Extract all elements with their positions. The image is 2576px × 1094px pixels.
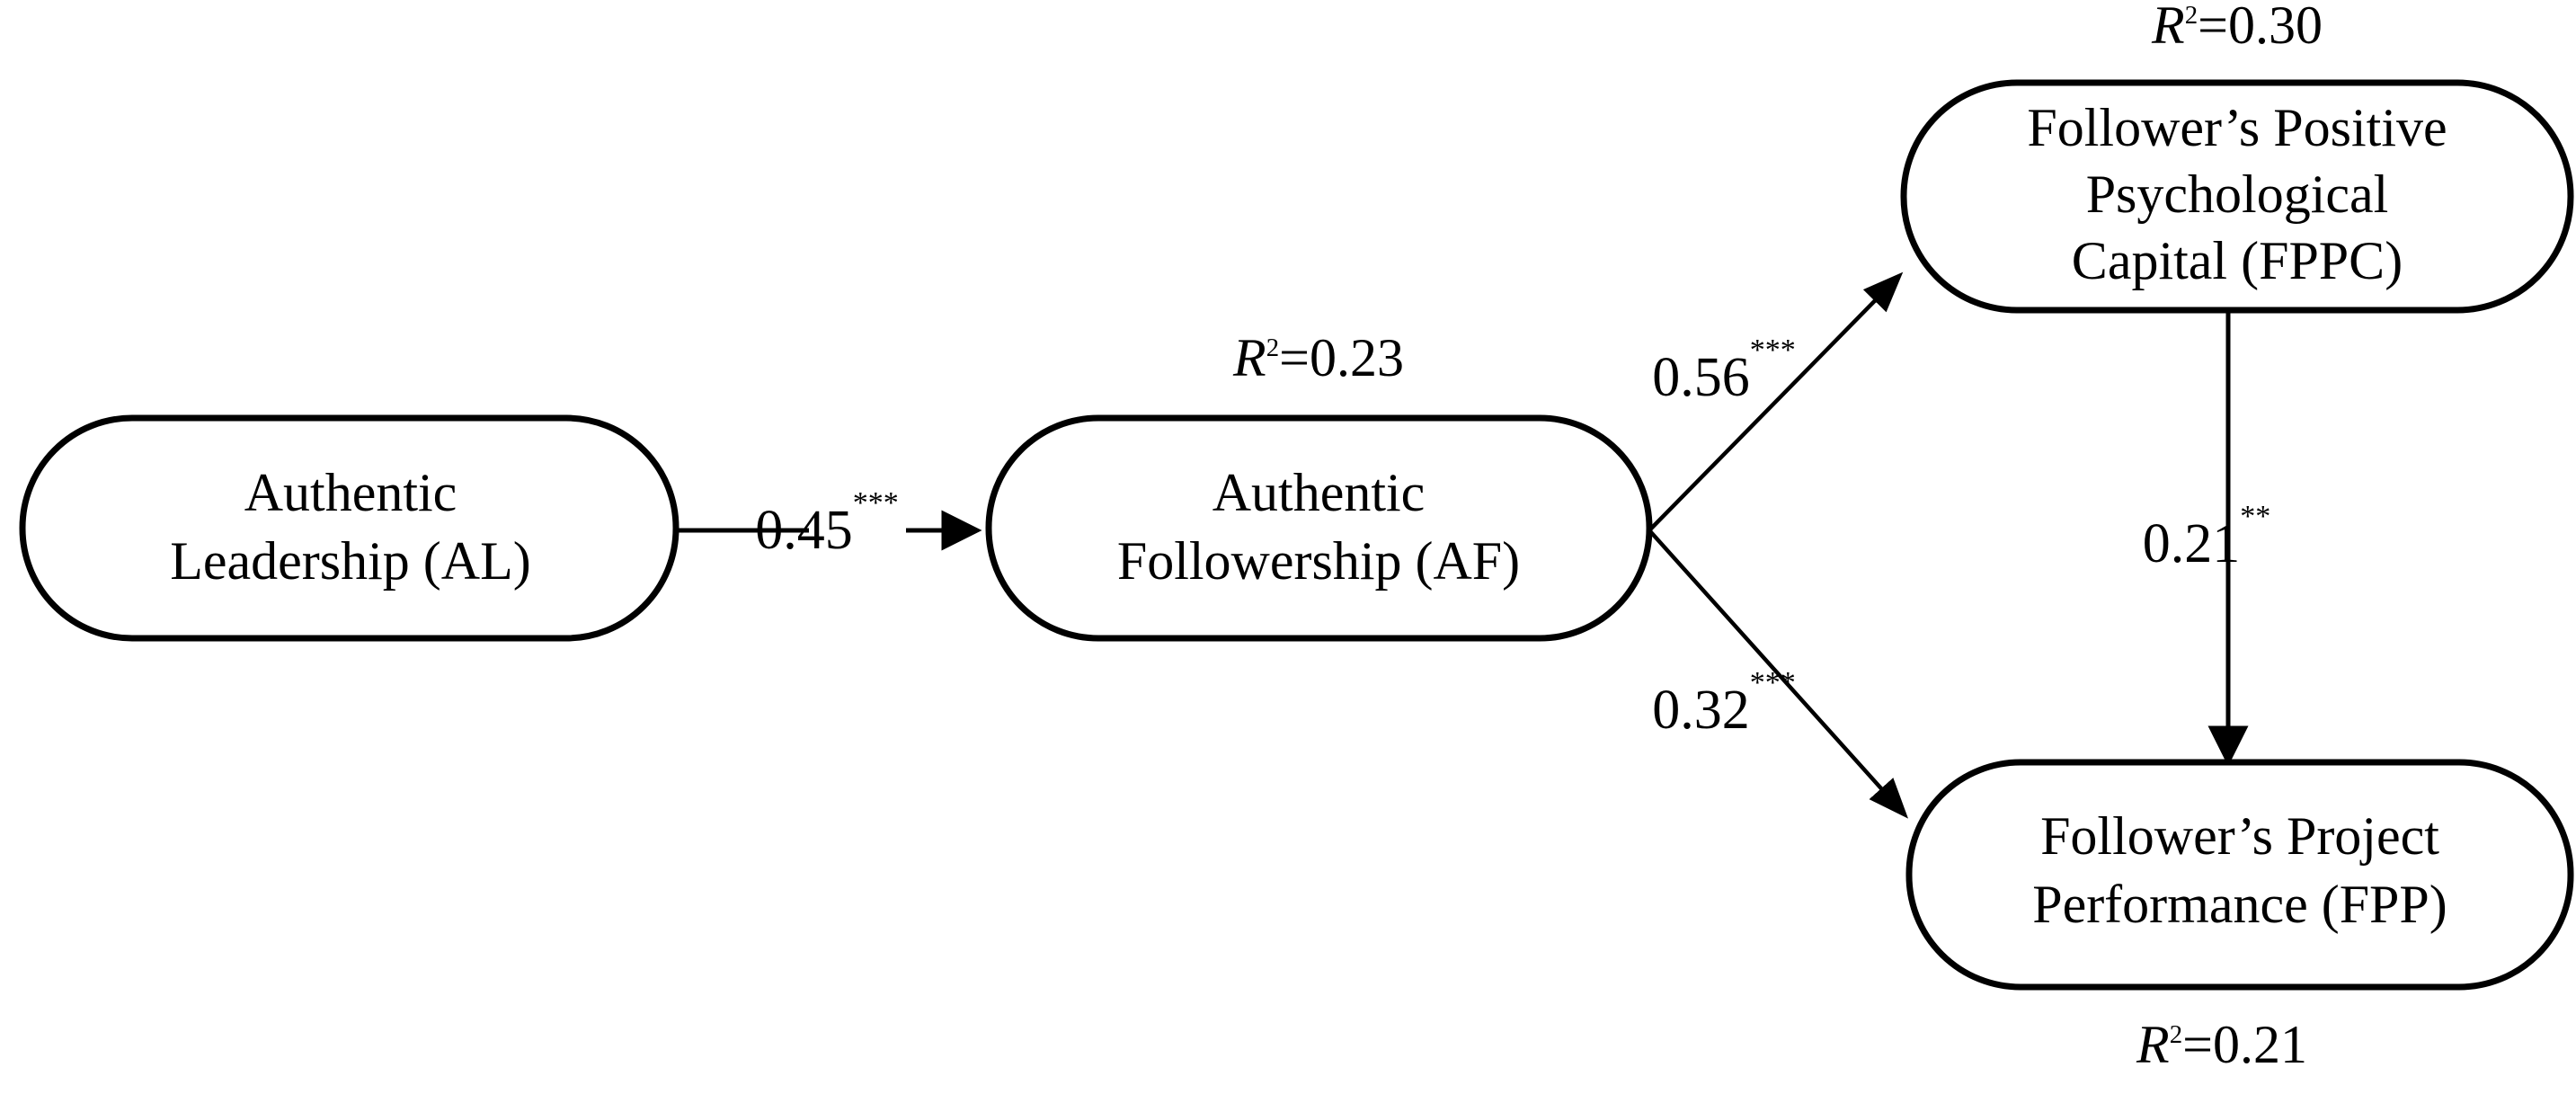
path-af-to-fppc: 0.56*** <box>1648 271 1904 532</box>
node-fppc-line3: Capital (FPPC) <box>2072 231 2403 290</box>
path-af-to-fppc-significance: *** <box>1750 334 1796 367</box>
path-af-to-fpp-coefficient: 0.32 <box>1652 680 1750 741</box>
path-af-to-fpp-significance: *** <box>1750 666 1796 699</box>
r2-value-af: 0.23 <box>1310 328 1404 387</box>
r2-symbol-af: R <box>1232 328 1266 387</box>
path-fppc-to-fpp-label: 0.21** <box>2143 500 2271 575</box>
path-al-to-af: 0.45*** <box>676 486 982 562</box>
r2-symbol-fpp: R <box>2136 1015 2170 1074</box>
node-fpp-line2: Performance (FPP) <box>2032 875 2447 934</box>
path-al-to-af-coefficient: 0.45 <box>755 500 853 561</box>
node-authentic-leadership-line2: Leadership (AL) <box>170 531 530 591</box>
node-fppc-line1: Follower’s Positive <box>2027 98 2447 157</box>
node-fpp-shape[interactable] <box>1905 759 2574 991</box>
node-authentic-leadership-line1: Authentic <box>244 463 457 522</box>
path-fppc-to-fpp-coefficient: 0.21 <box>2143 513 2241 574</box>
path-af-to-fpp-label: 0.32*** <box>1652 666 1796 742</box>
path-af-to-fppc-coefficient: 0.56 <box>1652 347 1750 408</box>
node-authentic-leadership-shape[interactable] <box>19 414 680 642</box>
r2-exponent-fpp: 2 <box>2170 1020 2182 1049</box>
r2-symbol-fppc: R <box>2151 0 2185 55</box>
r2-exponent-fppc: 2 <box>2185 1 2198 30</box>
node-fppc-r2: R2=0.30 <box>2151 0 2323 55</box>
node-follower-project-performance[interactable]: Follower’s Project Performance (FPP) R2=… <box>1905 759 2574 1074</box>
node-authentic-followership-line2: Followership (AF) <box>1117 531 1520 591</box>
path-fppc-to-fpp: 0.21** <box>2143 313 2271 767</box>
node-fppc-shape[interactable] <box>1900 79 2574 314</box>
node-authentic-followership[interactable]: Authentic Followership (AF) R2=0.23 <box>985 328 1653 642</box>
r2-equals-fpp: = <box>2182 1015 2213 1074</box>
node-authentic-followership-shape[interactable] <box>985 414 1653 642</box>
path-af-to-fppc-label: 0.56*** <box>1652 334 1796 409</box>
path-al-to-af-label: 0.45*** <box>755 486 899 562</box>
node-fppc-line2: Psychological <box>2086 165 2389 224</box>
node-fpp-line1: Follower’s Project <box>2040 806 2439 866</box>
path-af-to-fpp-line <box>1648 529 1909 819</box>
r2-equals-fppc: = <box>2198 0 2228 55</box>
r2-value-fppc: 0.30 <box>2228 0 2323 55</box>
path-al-to-af-significance: *** <box>853 486 899 520</box>
path-af-to-fppc-line <box>1648 271 1904 532</box>
r2-equals-af: = <box>1279 328 1310 387</box>
node-fpp-r2: R2=0.21 <box>2136 1015 2307 1074</box>
node-authentic-leadership[interactable]: Authentic Leadership (AL) <box>19 414 680 642</box>
path-af-to-fpp: 0.32*** <box>1648 529 1909 819</box>
r2-value-fpp: 0.21 <box>2213 1015 2307 1074</box>
path-fppc-to-fpp-significance: ** <box>2240 500 2270 533</box>
node-authentic-followership-line1: Authentic <box>1212 463 1426 522</box>
node-authentic-followership-r2: R2=0.23 <box>1232 328 1404 387</box>
node-follower-positive-psychological-capital[interactable]: Follower’s Positive Psychological Capita… <box>1900 0 2574 314</box>
r2-exponent-af: 2 <box>1266 334 1279 362</box>
